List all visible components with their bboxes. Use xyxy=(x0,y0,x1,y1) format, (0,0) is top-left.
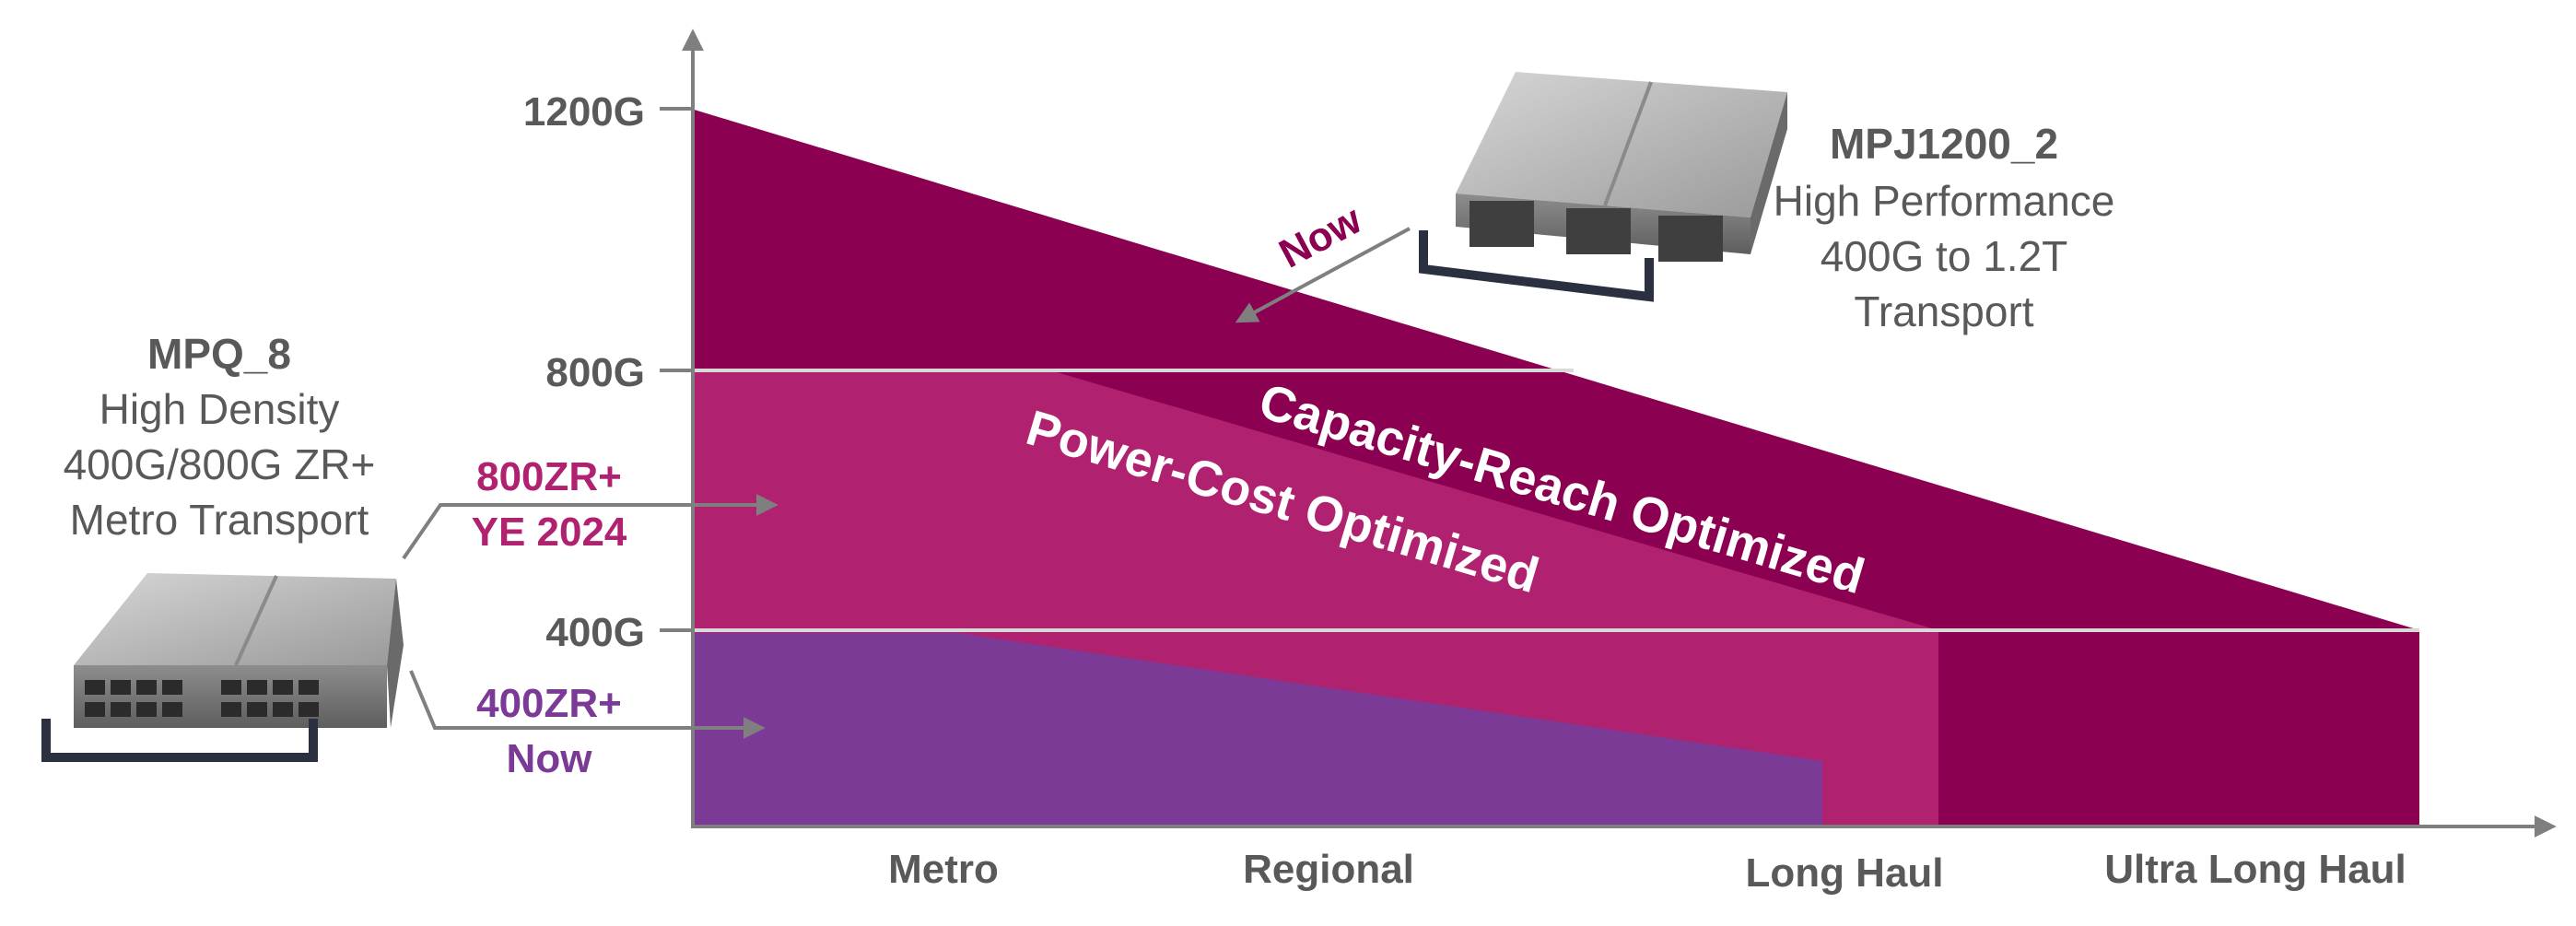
zr400-label-line-1: 400ZR+ xyxy=(476,681,622,726)
y-tick-400g: 400G xyxy=(545,610,645,655)
mpq-product-name: MPQ_8 xyxy=(147,330,291,378)
mpj-now-arrow xyxy=(1235,227,1411,323)
mpj-desc-line-3: Transport xyxy=(1854,287,2033,335)
mpq-product-label: MPQ_8 High Density 400G/800G ZR+ Metro T… xyxy=(64,330,376,544)
x-cat-metro: Metro xyxy=(888,847,999,892)
mpq-desc-line-1: High Density xyxy=(100,385,340,433)
zr400-arrow xyxy=(409,670,766,739)
transceiver-module-mpq-icon xyxy=(41,573,404,762)
x-cat-long-haul: Long Haul xyxy=(1745,850,1943,896)
zr800-label-line-1: 800ZR+ xyxy=(476,454,622,499)
mpj-desc-line-1: High Performance xyxy=(1774,177,2115,225)
zr800-label-line-2: YE 2024 xyxy=(472,510,627,555)
x-cat-regional: Regional xyxy=(1243,847,1414,892)
x-cat-ultra-long-haul: Ultra Long Haul xyxy=(2104,847,2406,892)
zr400-region xyxy=(691,633,1822,825)
mpj-now-label: Now xyxy=(1272,196,1370,276)
zr400-label-line-2: Now xyxy=(507,736,593,781)
mpq-desc-line-2: 400G/800G ZR+ xyxy=(64,440,376,488)
zr800-arrow xyxy=(402,494,779,560)
y-tick-800g: 800G xyxy=(545,350,645,395)
mpq-desc-line-3: Metro Transport xyxy=(70,496,369,544)
mpj-product-name: MPJ1200_2 xyxy=(1830,120,2058,168)
transceiver-module-mpj-icon xyxy=(1419,72,1787,302)
mpj-desc-line-2: 400G to 1.2T xyxy=(1821,232,2068,280)
mpj-product-label: MPJ1200_2 High Performance 400G to 1.2T … xyxy=(1774,120,2115,335)
y-tick-1200g: 1200G xyxy=(523,89,645,135)
